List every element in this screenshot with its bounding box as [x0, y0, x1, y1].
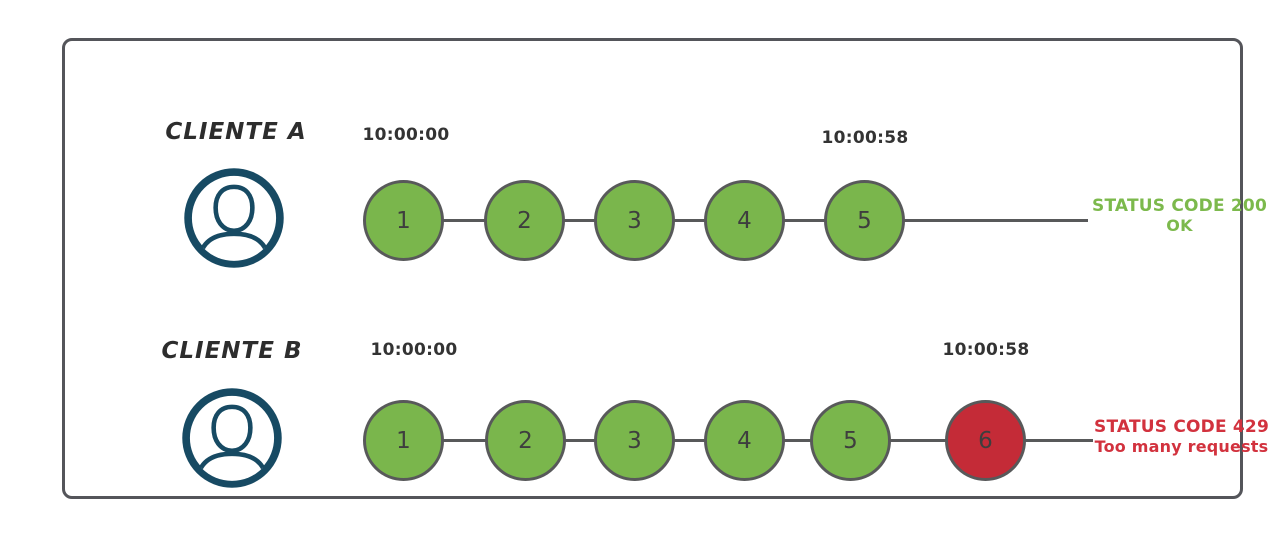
client-b-user-avatar-icon	[181, 387, 283, 489]
client-b-status-code: STATUS CODE 429	[1094, 417, 1269, 437]
client-b-request-6-circle-blocked: 6	[945, 400, 1026, 481]
client-a-end-timestamp: 10:00:58	[821, 128, 909, 148]
client-b-start-timestamp: 10:00:00	[370, 340, 458, 360]
client-b-label: CLIENTE B	[161, 338, 303, 364]
client-a-user-avatar-icon	[183, 167, 285, 269]
client-b-request-5-circle: 5	[810, 400, 891, 481]
client-b-status-message: Too many requests	[1094, 437, 1269, 456]
client-b-request-3-circle: 3	[594, 400, 675, 481]
client-b-status-text: STATUS CODE 429 Too many requests	[1089, 417, 1274, 457]
client-a-status-code: STATUS CODE 200	[1092, 196, 1267, 216]
client-a-request-4-circle: 4	[704, 180, 785, 261]
client-a-status-text: STATUS CODE 200 OK	[1087, 196, 1272, 236]
client-b-request-1-circle: 1	[363, 400, 444, 481]
client-b-end-timestamp: 10:00:58	[942, 340, 1030, 360]
client-a-status-message: OK	[1166, 216, 1193, 235]
client-a-label: CLIENTE A	[165, 119, 307, 145]
client-a-request-2-circle: 2	[484, 180, 565, 261]
client-a-start-timestamp: 10:00:00	[362, 125, 450, 145]
client-a-request-1-circle: 1	[363, 180, 444, 261]
client-a-request-5-circle: 5	[824, 180, 905, 261]
client-b-request-4-circle: 4	[704, 400, 785, 481]
client-a-request-3-circle: 3	[594, 180, 675, 261]
client-b-request-2-circle: 2	[485, 400, 566, 481]
diagram-frame: CLIENTE A 10:00:00 10:00:58 1 2 3 4 5 ST…	[62, 38, 1269, 499]
